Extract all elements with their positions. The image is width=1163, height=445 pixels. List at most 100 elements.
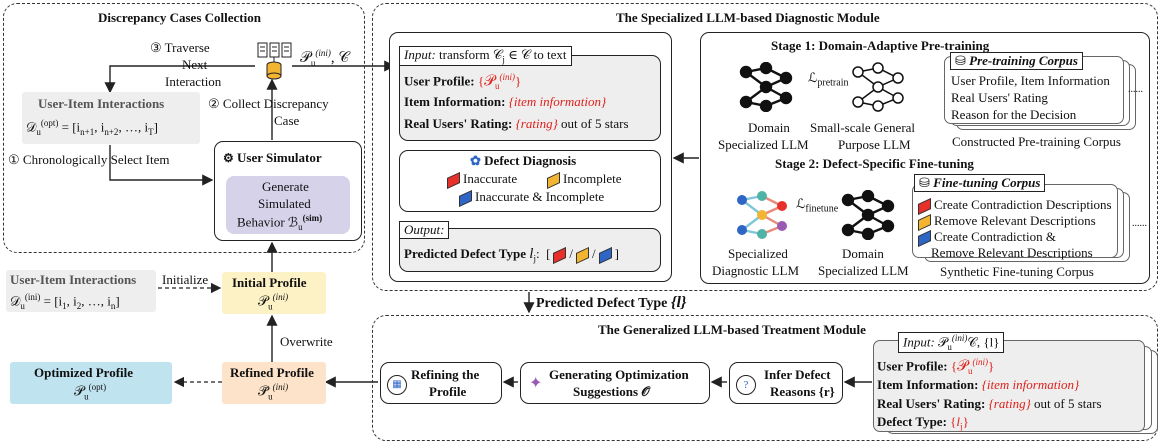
refine-icon: ▦ (387, 375, 407, 395)
infer-box: ? Infer Defect Reasons {r} (729, 362, 843, 404)
step3-label: ③ Traverse (150, 40, 210, 55)
small-llm-label2: Purpose LLM (838, 137, 911, 152)
opt-interactions-formula: 𝒟u(opt) = [in+1, in+2, …, iT] (26, 118, 158, 137)
domain-llm-b-icon (840, 190, 896, 240)
stage1-title: Stage 1: Domain-Adaptive Pre-training (771, 38, 990, 53)
domain-llm-label2: Specialized LLM (718, 137, 809, 152)
diag-input-box: Input: transform 𝒞j ∈ 𝒞 to text User Pro… (399, 46, 661, 141)
simulator-line3: Behavior ℬu(sim) (237, 213, 323, 232)
step2b-label: Case (274, 113, 300, 128)
user-simulator-box: ⚙ User Simulator Generate Simulated Beha… (214, 141, 362, 241)
pc-ellipsis: ...... (1128, 84, 1143, 95)
simulator-title: ⚙ User Simulator (223, 150, 322, 165)
small-llm-label: Small-scale General (810, 120, 916, 135)
fc-line3: Create Contradiction & (915, 229, 1056, 247)
generating-box: ✦ Generating Optimization Suggestions 𝒪 (520, 362, 710, 404)
pc-line1: User Profile, Item Information (951, 73, 1110, 88)
fc-line4: Remove Relevant Descriptions (931, 245, 1093, 260)
simulator-line1: Generate (262, 179, 309, 194)
magic-wand-icon: ✦ (529, 375, 543, 392)
ini-interactions-formula: 𝒟u(ini) = [i1, i2, …, in] (10, 292, 120, 311)
step3b-label: Next (182, 57, 208, 72)
openai-icon: ⚙ (223, 151, 234, 165)
treat-input-card: User Profile: {𝒫u(ini)} Item Information… (873, 340, 1145, 432)
refining-line2: Profile (429, 384, 467, 399)
generating-line1: Generating Optimization (549, 367, 689, 382)
treat-rating: Real Users' Rating: {rating} out of 5 st… (877, 396, 1102, 411)
step2-label: ② Collect Discrepancy (208, 96, 329, 111)
small-llm-icon (850, 62, 906, 112)
pc-line2: Real Users' Rating (951, 90, 1048, 105)
diag-user-profile: User Profile: {𝒫u(ini)} (404, 72, 522, 91)
defect-incomplete: Incomplete (544, 171, 621, 189)
pc-caption: Constructed Pre-training Corpus (952, 134, 1121, 149)
refining-line1: Refining the (411, 367, 480, 382)
generating-line2: Suggestions 𝒪 (573, 384, 650, 399)
refined-profile-title: Refined Profile (230, 365, 314, 380)
database-small-icon: ⛁ (955, 53, 966, 68)
defect-diagnosis-box: ✿ Defect Diagnosis Inaccurate Incomplete… (399, 150, 661, 212)
diag-output-box: Output: Predicted Defect Type lj: [//] (399, 221, 661, 272)
defect-both: Inaccurate & Incomplete (456, 189, 604, 207)
diagnostic-title: The Specialized LLM-based Diagnostic Mod… (616, 10, 880, 25)
treat-defect-type: Defect Type: {lj} (877, 414, 969, 432)
initial-profile-box: Initial Profile 𝒫u(ini) (222, 272, 326, 314)
infer-line2: Reasons {r} (770, 384, 835, 399)
diag-predicted: Predicted Defect Type lj: [//] (404, 246, 619, 264)
diagnostic-region (372, 3, 1158, 291)
reason-icon: ? (736, 375, 756, 395)
diagnosis-icon: ✿ (470, 153, 481, 168)
optimized-profile-title: Optimized Profile (34, 365, 134, 380)
fc-ellipsis: ...... (1132, 218, 1147, 229)
opt-interactions-title: User-Item Interactions (38, 96, 165, 111)
treat-user-profile: User Profile: {𝒫u(ini)} (877, 357, 995, 376)
ini-interactions-title: User-Item Interactions (10, 272, 137, 287)
step3c-label: Interaction (165, 74, 222, 89)
predicted-defect-label: Predicted Defect Type {l} (536, 294, 687, 311)
database-icon (257, 42, 293, 82)
optimized-profile-box: Optimized Profile 𝒫u(opt) (10, 362, 172, 404)
opt-interactions-box: User-Item Interactions 𝒟u(opt) = [in+1, … (22, 92, 200, 144)
refined-profile-formula: 𝒫̃u(ini) (258, 382, 289, 402)
diag-input-header: Input: transform 𝒞j ∈ 𝒞 to text (399, 46, 572, 66)
l-pretrain: ℒpretrain (808, 70, 849, 89)
fc-line2: Remove Relevant Descriptions (915, 213, 1096, 231)
initialize-label: Initialize (162, 272, 209, 287)
treatment-title: The Generalized LLM-based Treatment Modu… (598, 322, 866, 337)
diag-llm-label: Specialized (728, 246, 788, 261)
treat-input-header: Input: 𝒫u(ini)𝒞, {l} (898, 332, 1005, 353)
pretrain-corpus-header: ⛁ Pre-training Corpus (950, 52, 1083, 70)
fc-line1: Create Contradiction Descriptions (915, 197, 1112, 215)
diagnostic-llm-icon (734, 190, 790, 240)
stage2-title: Stage 2: Defect-Specific Fine-tuning (775, 156, 974, 171)
finetune-card: Create Contradiction Descriptions Remove… (912, 184, 1118, 260)
infer-line1: Infer Defect (764, 367, 831, 382)
optimized-profile-formula: 𝒫u(opt) (74, 382, 107, 402)
simulator-inner: Generate Simulated Behavior ℬu(sim) (226, 176, 350, 234)
simulator-line2: Simulated (258, 196, 311, 211)
domain-llm-b-label: Domain (842, 246, 884, 261)
refined-profile-box: Refined Profile 𝒫̃u(ini) (222, 362, 326, 404)
diag-rating: Real Users' Rating: {rating} out of 5 st… (404, 116, 629, 131)
step1-label: ① Chronologically Select Item (8, 152, 170, 167)
domain-llm-label: Domain (748, 120, 790, 135)
diag-output-header: Output: (399, 221, 450, 239)
overwrite-label: Overwrite (280, 334, 333, 349)
defect-diagnosis-title: ✿ Defect Diagnosis (470, 153, 577, 168)
discrepancy-cases-region (3, 3, 365, 253)
defect-inaccurate: Inaccurate (444, 171, 517, 189)
l-finetune: ℒfinetune (796, 196, 839, 215)
pc-line3: Reason for the Decision (951, 107, 1077, 122)
diag-item-information: Item Information: {item information} (404, 94, 607, 109)
diag-llm-label2: Diagnostic LLM (712, 263, 800, 278)
domain-llm-icon (738, 62, 794, 112)
initial-profile-title: Initial Profile (232, 275, 307, 290)
collection-title: Discrepancy Cases Collection (98, 10, 261, 25)
initial-profile-formula: 𝒫u(ini) (258, 292, 289, 312)
database-gear-icon: ⛁ (919, 175, 930, 190)
refining-box: ▦ Refining the Profile (380, 362, 502, 404)
domain-llm-b-label2: Specialized LLM (818, 263, 909, 278)
finetune-corpus-header: ⛁ Fine-tuning Corpus (914, 174, 1046, 192)
fc-caption: Synthetic Fine-tuning Corpus (940, 264, 1094, 279)
treat-item-information: Item Information: {item information} (877, 377, 1080, 392)
